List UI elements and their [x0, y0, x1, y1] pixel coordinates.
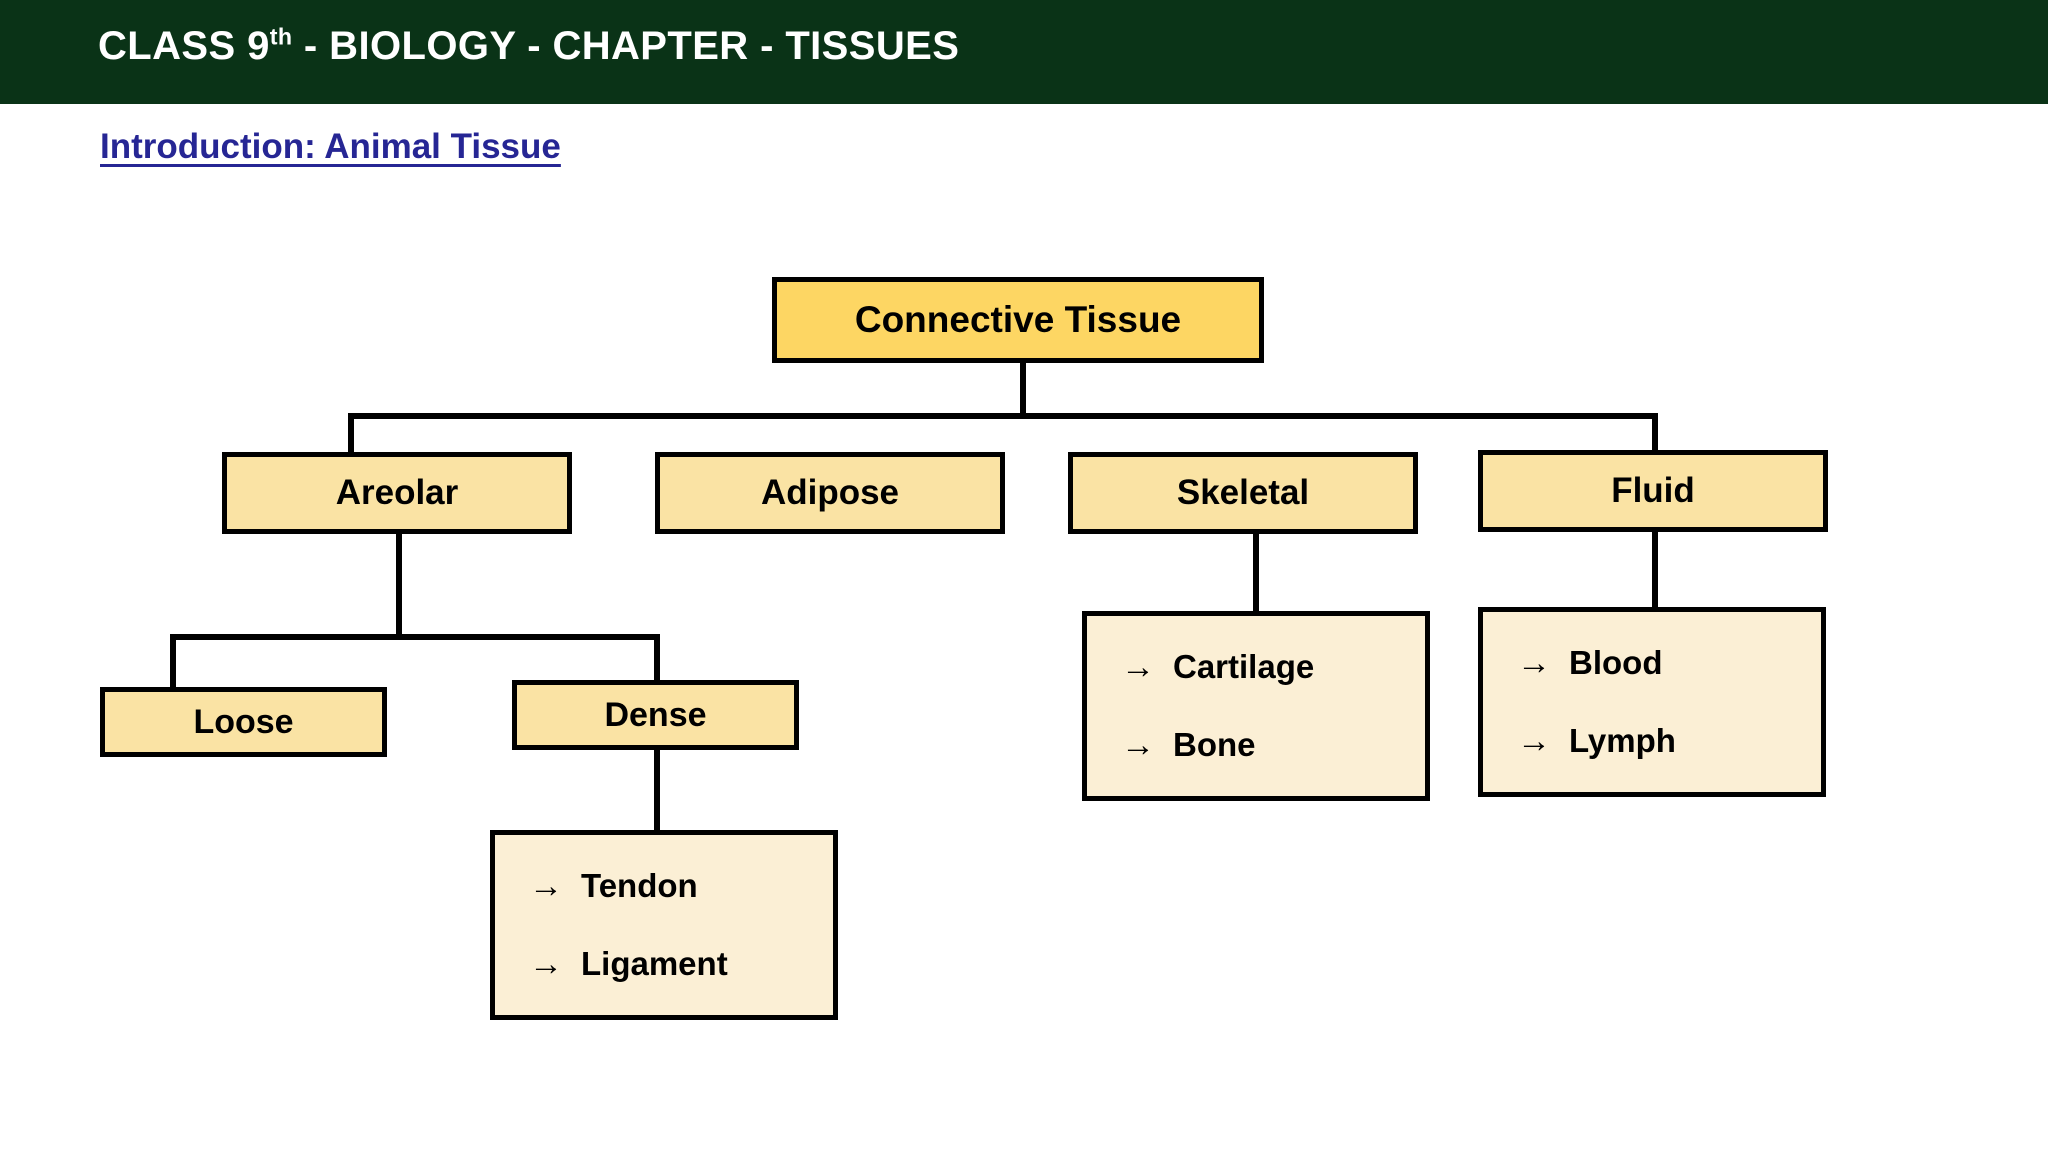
connector-leg-loose	[170, 634, 176, 691]
connector-areolar-stem	[396, 534, 402, 640]
arrow-right-icon: →	[1517, 644, 1551, 682]
node-label: Skeletal	[1176, 473, 1310, 512]
list-item[interactable]: → Ligament	[529, 945, 833, 983]
header-band: CLASS 9th - BIOLOGY - CHAPTER - TISSUES	[0, 0, 2048, 104]
arrow-right-icon: →	[1121, 726, 1155, 764]
page-title-rest: - BIOLOGY - CHAPTER - TISSUES	[292, 24, 960, 68]
list-item-label: Cartilage	[1173, 648, 1315, 685]
arrow-right-icon: →	[529, 945, 563, 983]
connector-root-stem	[1020, 363, 1026, 418]
node-label: Areolar	[335, 473, 459, 512]
connector-fluid-stem	[1652, 532, 1658, 612]
connector-leg-areolar	[348, 413, 354, 455]
listbox-skeletal-items[interactable]: → Cartilage → Bone	[1082, 611, 1430, 801]
arrow-right-icon: →	[529, 867, 563, 905]
listbox-dense-items[interactable]: → Tendon → Ligament	[490, 830, 838, 1020]
list-item[interactable]: → Cartilage	[1121, 648, 1425, 686]
list-item-label: Lymph	[1569, 722, 1676, 759]
node-fluid[interactable]: Fluid	[1478, 450, 1828, 532]
node-label: Connective Tissue	[854, 299, 1182, 340]
node-label: Adipose	[760, 473, 900, 512]
connector-skeletal-stem	[1253, 534, 1259, 616]
connector-dense-stem	[654, 750, 660, 836]
list-item[interactable]: → Lymph	[1517, 722, 1821, 760]
list-item-label: Tendon	[581, 867, 698, 904]
page-title-superscript: th	[269, 23, 293, 50]
listbox-fluid-items[interactable]: → Blood → Lymph	[1478, 607, 1826, 797]
page-title: CLASS 9th - BIOLOGY - CHAPTER - TISSUES	[98, 24, 959, 69]
list-item[interactable]: → Blood	[1517, 644, 1821, 682]
list-item[interactable]: → Tendon	[529, 867, 833, 905]
node-loose[interactable]: Loose	[100, 687, 387, 757]
node-label: Dense	[604, 695, 707, 734]
list-item-label: Blood	[1569, 644, 1663, 681]
node-areolar[interactable]: Areolar	[222, 452, 572, 534]
connector-leg-dense	[654, 634, 660, 684]
list-item-label: Bone	[1173, 726, 1256, 763]
node-adipose[interactable]: Adipose	[655, 452, 1005, 534]
node-dense[interactable]: Dense	[512, 680, 799, 750]
connector-main-bar	[348, 413, 1658, 419]
list-item[interactable]: → Bone	[1121, 726, 1425, 764]
connector-leg-fluid	[1652, 413, 1658, 455]
node-label: Loose	[193, 702, 294, 741]
node-label: Fluid	[1611, 471, 1695, 510]
section-subtitle: Introduction: Animal Tissue	[100, 127, 561, 166]
node-connective-tissue[interactable]: Connective Tissue	[772, 277, 1264, 363]
page-title-prefix: CLASS 9	[98, 24, 270, 68]
list-item-label: Ligament	[581, 945, 728, 982]
arrow-right-icon: →	[1121, 648, 1155, 686]
node-skeletal[interactable]: Skeletal	[1068, 452, 1418, 534]
connector-areolar-bar	[170, 634, 660, 640]
arrow-right-icon: →	[1517, 722, 1551, 760]
